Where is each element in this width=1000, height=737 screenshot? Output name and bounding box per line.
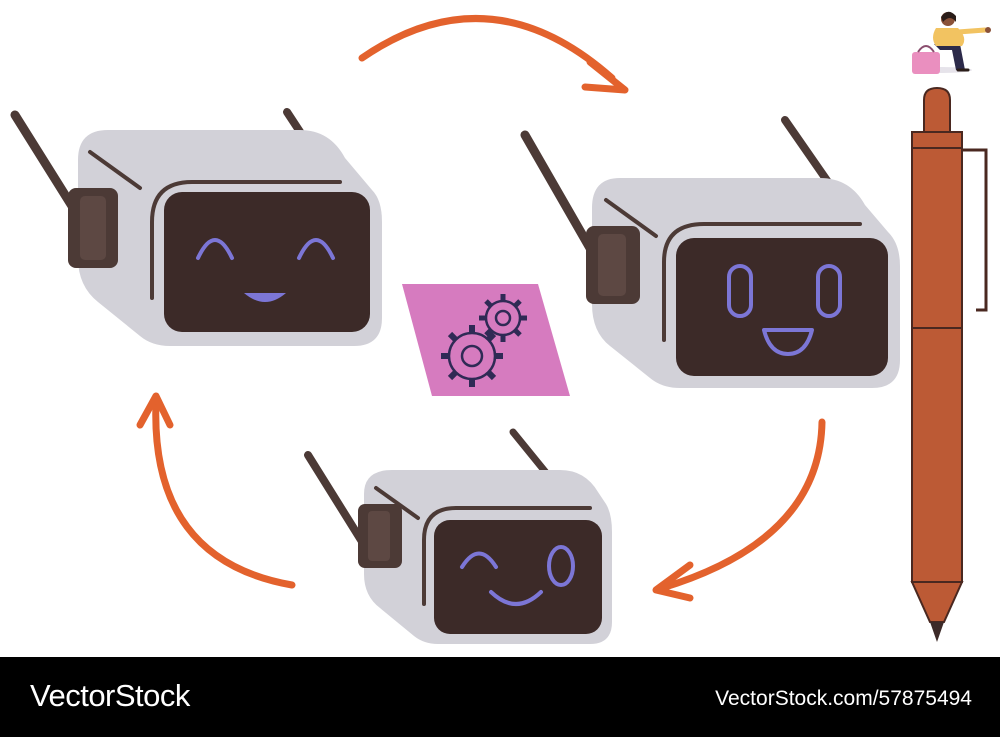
gears-card (402, 284, 570, 396)
arrow-left (136, 392, 296, 589)
mouth (762, 328, 814, 356)
eye-right (297, 238, 335, 260)
brand-logo[interactable]: VectorStock (30, 678, 190, 713)
mouth (244, 293, 286, 302)
eye-left (196, 238, 234, 260)
person-icon (912, 11, 991, 74)
gear-large-icon (441, 325, 503, 387)
robot-winking (304, 428, 612, 644)
antenna-left (304, 451, 370, 552)
arrow-top (358, 14, 629, 94)
antenna-left (520, 130, 603, 267)
mouth (489, 590, 543, 606)
eye-left (727, 264, 753, 318)
robot-smiling (10, 108, 382, 346)
robot-face (164, 192, 370, 332)
arrow-right (652, 418, 826, 602)
gear-small-icon (479, 294, 527, 342)
eye-right (547, 545, 575, 587)
pen-icon (910, 86, 988, 642)
illustration-canvas (10, 11, 991, 644)
shopping-bag-icon (912, 52, 940, 74)
robot-face (434, 520, 602, 634)
illustration (10, 11, 991, 644)
stock-id-label: VectorStock.com/57875494 (715, 687, 972, 710)
eye-right (816, 264, 842, 318)
wink-eye-icon (460, 551, 498, 569)
robot-happy (520, 116, 900, 388)
watermark-footer: VectorStock VectorStock.com/57875494 (0, 657, 1000, 737)
